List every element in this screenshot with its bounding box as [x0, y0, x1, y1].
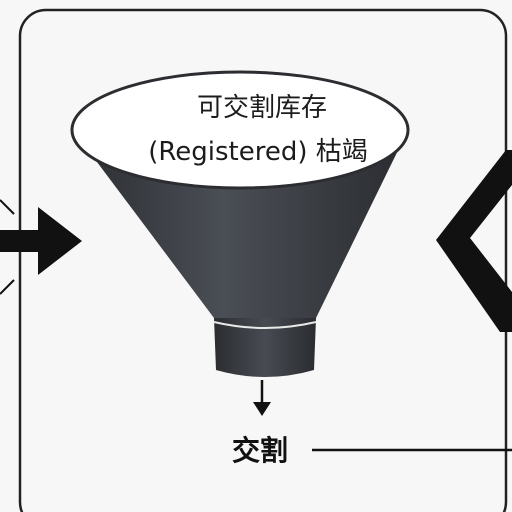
output-down-arrow-icon	[253, 380, 271, 416]
funnel-spout	[214, 318, 316, 377]
right-chevron-icon	[436, 150, 512, 332]
funnel-label-line2: (Registered) 枯竭	[148, 137, 368, 167]
process-frame	[18, 8, 508, 512]
left-connector-line-upper	[0, 199, 15, 215]
left-connector-line-lower	[0, 279, 15, 295]
input-arrow-icon	[0, 207, 82, 275]
funnel-opening	[70, 70, 410, 190]
output-label: 交割	[232, 434, 288, 467]
funnel-label-line1: 可交割库存	[197, 93, 327, 123]
funnel-spout-rim	[213, 321, 317, 329]
